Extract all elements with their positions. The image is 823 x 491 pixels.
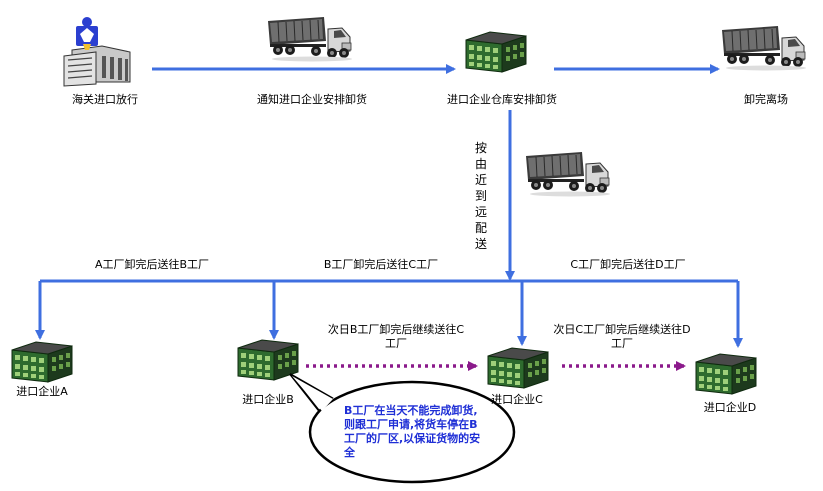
- edge-label-next-day-c-to-d: 次日C工厂卸完后继续送往D 工厂: [553, 323, 691, 350]
- truck-icon: [267, 16, 353, 62]
- warehouse-icon: [465, 31, 527, 73]
- truck-icon: [721, 25, 807, 71]
- edge-label-b-to-c: B工厂卸完后送往C工厂: [323, 258, 439, 271]
- node-label-enterprise-d: 进口企业D: [703, 401, 757, 414]
- warehouse-icon: [487, 347, 549, 389]
- callout-text: B工厂在当天不能完成卸货,则跟工厂申请,将货车停在B工厂的厂区,以保证货物的安全: [344, 404, 481, 459]
- warehouse-icon: [695, 353, 757, 395]
- customs-building-icon: [63, 17, 131, 87]
- warehouse-icon: [11, 341, 73, 383]
- warehouse-icon: [237, 339, 299, 381]
- truck-icon: [525, 151, 611, 197]
- node-label-notify: 通知进口企业安排卸货: [257, 93, 367, 106]
- node-label-enterprise-c: 进口企业C: [491, 393, 543, 406]
- edge-label-next-day-b-to-c: 次日B工厂卸完后继续送往C 工厂: [327, 323, 465, 350]
- node-label-enterprise-a: 进口企业A: [16, 385, 68, 398]
- edge-label-c-to-d: C工厂卸完后送往D工厂: [570, 258, 686, 271]
- distribution-rule-label: 按由近到远配送: [474, 141, 487, 251]
- callout-bubble: [289, 373, 516, 484]
- node-label-customs: 海关进口放行: [72, 93, 138, 106]
- edge-label-a-to-b: A工厂卸完后送往B工厂: [94, 258, 210, 271]
- node-label-enterprise-b: 进口企业B: [242, 393, 294, 406]
- node-label-warehouse: 进口企业仓库安排卸货: [447, 93, 557, 106]
- node-label-leave: 卸完离场: [744, 93, 788, 106]
